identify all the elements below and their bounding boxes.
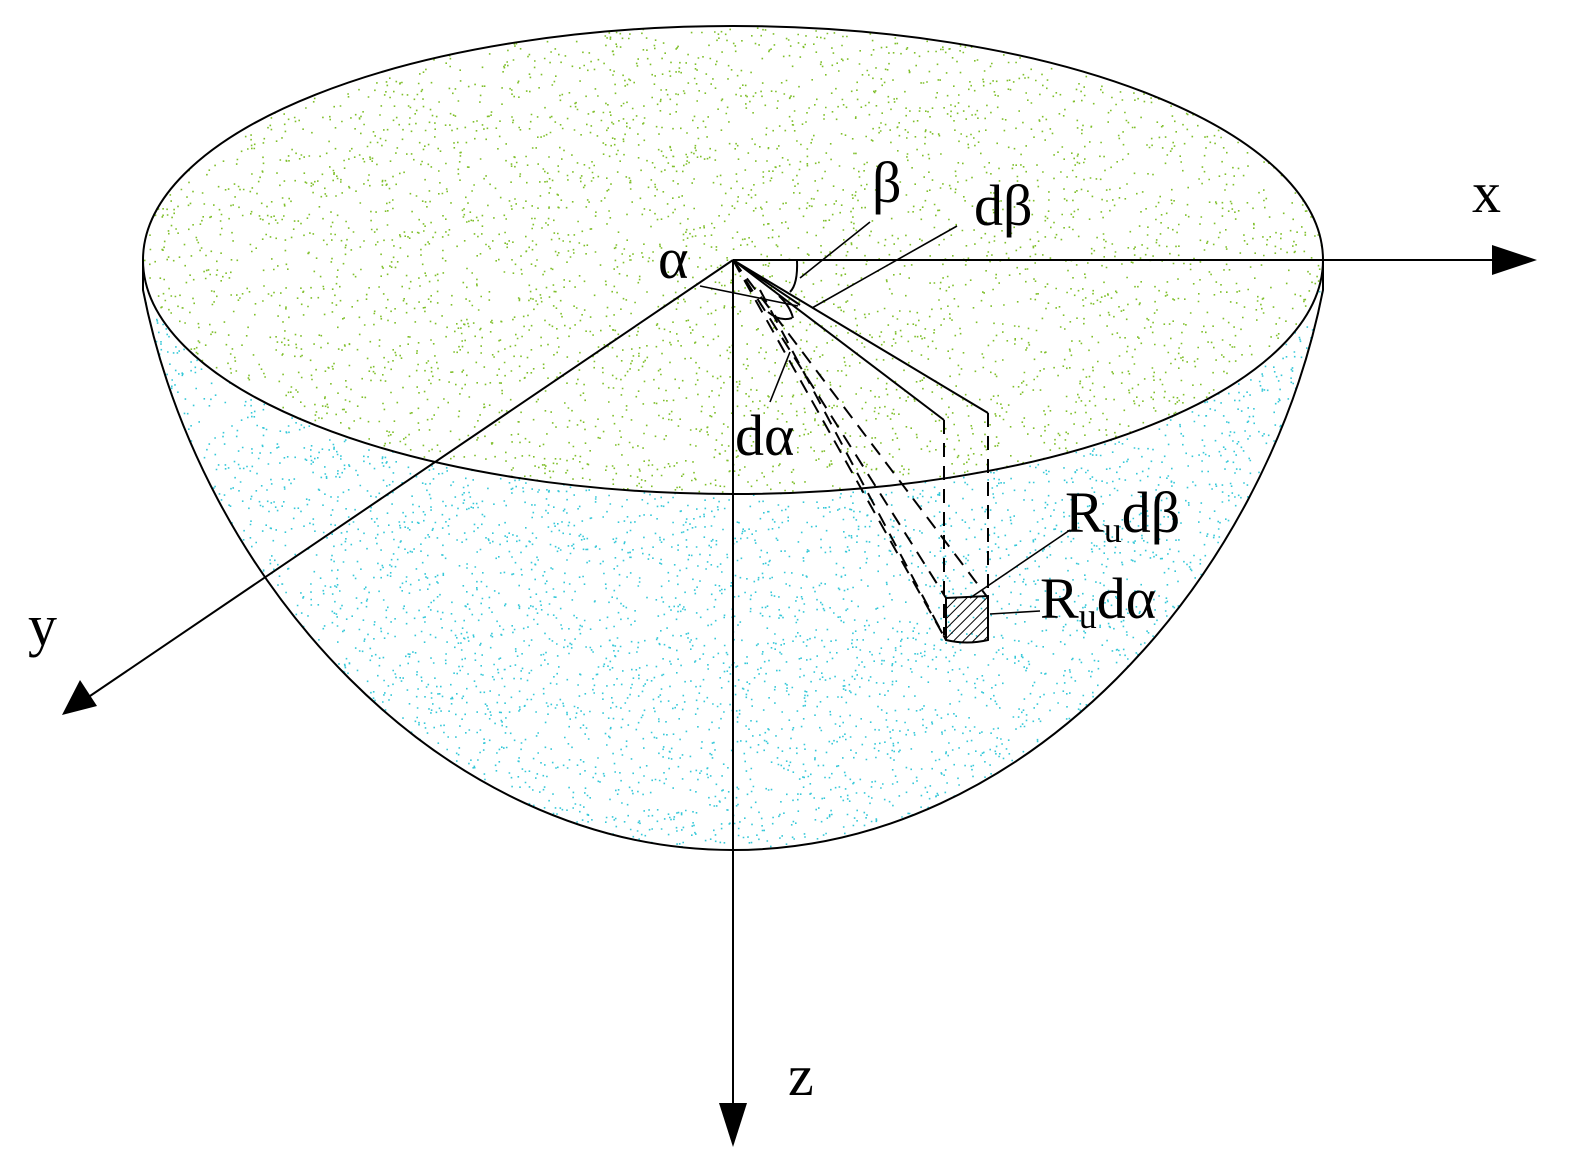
wedge-edge-base-a [732, 259, 801, 306]
ru-d-beta-label: Rudβ [1065, 480, 1180, 550]
top-speckle-dots [143, 26, 1323, 494]
hemisphere-top-fill [143, 26, 1323, 494]
z-axis-arrow [719, 1103, 747, 1147]
wedge-edge-outer [732, 259, 989, 414]
ru-d-alpha-label: Rudα [1040, 566, 1156, 636]
d-alpha-label: dα [735, 403, 794, 468]
leader-lines [699, 221, 1071, 615]
beta-arc [789, 259, 799, 293]
d-beta-label: dβ [974, 173, 1033, 238]
y-axis-arrow [62, 680, 97, 715]
side-speckle-dots [143, 260, 1323, 850]
d-beta-arc [778, 295, 794, 319]
wedge-edge-inner [732, 259, 945, 421]
hemisphere-side-fill [143, 260, 1323, 850]
x-axis-label: x [1472, 160, 1501, 225]
x-axis-arrow [1492, 245, 1537, 275]
beta-label: β [872, 150, 902, 215]
d-alpha-arc [767, 311, 793, 321]
y-axis-label: y [28, 593, 57, 658]
surface-element [945, 594, 989, 644]
alpha-label: α [658, 226, 688, 291]
y-axis-line [89, 259, 734, 697]
z-axis-label: z [788, 1043, 814, 1108]
